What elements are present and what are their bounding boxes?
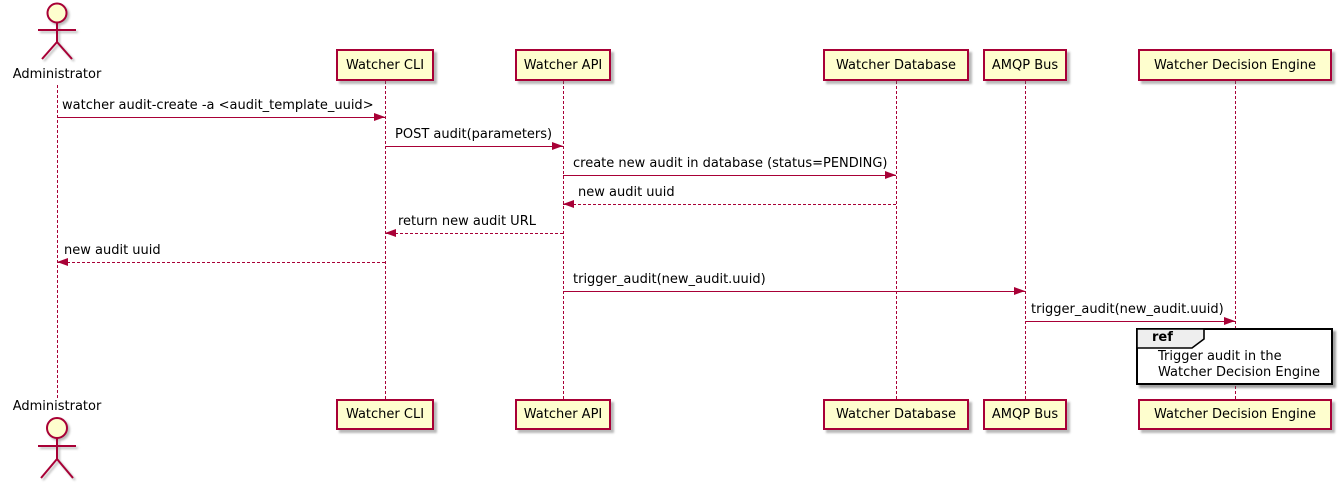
actor-administrator-bottom-icon: [38, 417, 76, 479]
message-5-line: [385, 233, 563, 234]
lifeline-watcher-database: [896, 81, 897, 399]
lifeline-watcher-cli: [385, 81, 386, 399]
ref-tab-icon: [1136, 328, 1205, 349]
message-6-label: new audit uuid: [64, 243, 161, 258]
participant-amqp-bus-top: AMQP Bus: [983, 49, 1067, 81]
participant-watcher-cli-top: Watcher CLI: [336, 49, 434, 81]
message-8-line: [1025, 321, 1235, 322]
ref-text-line-2: Watcher Decision Engine: [1158, 365, 1320, 380]
ref-text-line-1: Trigger audit in the: [1158, 349, 1282, 364]
message-3-line: [563, 175, 896, 176]
message-3-label: create new audit in database (status=PEN…: [573, 156, 888, 171]
participant-watcher-decision-engine-bottom: Watcher Decision Engine: [1138, 399, 1332, 430]
actor-administrator-icon: [38, 2, 76, 60]
message-1-arrowhead-icon: [374, 113, 385, 121]
message-4-arrowhead-icon: [563, 200, 574, 208]
participant-watcher-api-bottom: Watcher API: [515, 399, 611, 430]
participant-watcher-cli-bottom: Watcher CLI: [336, 399, 434, 430]
message-4-label: new audit uuid: [578, 185, 675, 200]
message-7-arrowhead-icon: [1014, 287, 1025, 295]
actor-administrator-top-label: Administrator: [12, 67, 102, 82]
ref-keyword: ref: [1152, 330, 1173, 345]
lifeline-watcher-decision-engine: [1235, 81, 1236, 399]
message-6-arrowhead-icon: [57, 258, 68, 266]
participant-watcher-database-bottom: Watcher Database: [823, 399, 969, 430]
participant-watcher-database-top: Watcher Database: [823, 49, 969, 81]
message-3-arrowhead-icon: [885, 171, 896, 179]
message-5-arrowhead-icon: [385, 229, 396, 237]
message-5-label: return new audit URL: [398, 214, 536, 229]
message-2-arrowhead-icon: [552, 142, 563, 150]
message-2-line: [385, 146, 563, 147]
participant-amqp-bus-bottom: AMQP Bus: [983, 399, 1067, 430]
message-1-line: [57, 117, 385, 118]
actor-administrator-bottom-label: Administrator: [12, 399, 102, 414]
message-8-arrowhead-icon: [1224, 317, 1235, 325]
message-7-line: [563, 291, 1025, 292]
participant-watcher-decision-engine-top: Watcher Decision Engine: [1138, 49, 1332, 81]
lifeline-amqp-bus: [1025, 81, 1026, 399]
lifeline-administrator: [57, 85, 58, 398]
message-8-label: trigger_audit(new_audit.uuid): [1031, 302, 1224, 317]
message-7-label: trigger_audit(new_audit.uuid): [573, 272, 766, 287]
ref-content: Trigger audit in the Watcher Decision En…: [1158, 349, 1320, 381]
ref-fragment: ref Trigger audit in the Watcher Decisio…: [1136, 328, 1333, 385]
participant-watcher-api-top: Watcher API: [515, 49, 611, 81]
lifeline-watcher-api: [563, 81, 564, 399]
message-6-line: [57, 262, 385, 263]
message-4-line: [563, 204, 896, 205]
message-1-label: watcher audit-create -a <audit_template_…: [62, 98, 374, 113]
message-2-label: POST audit(parameters): [395, 127, 553, 142]
